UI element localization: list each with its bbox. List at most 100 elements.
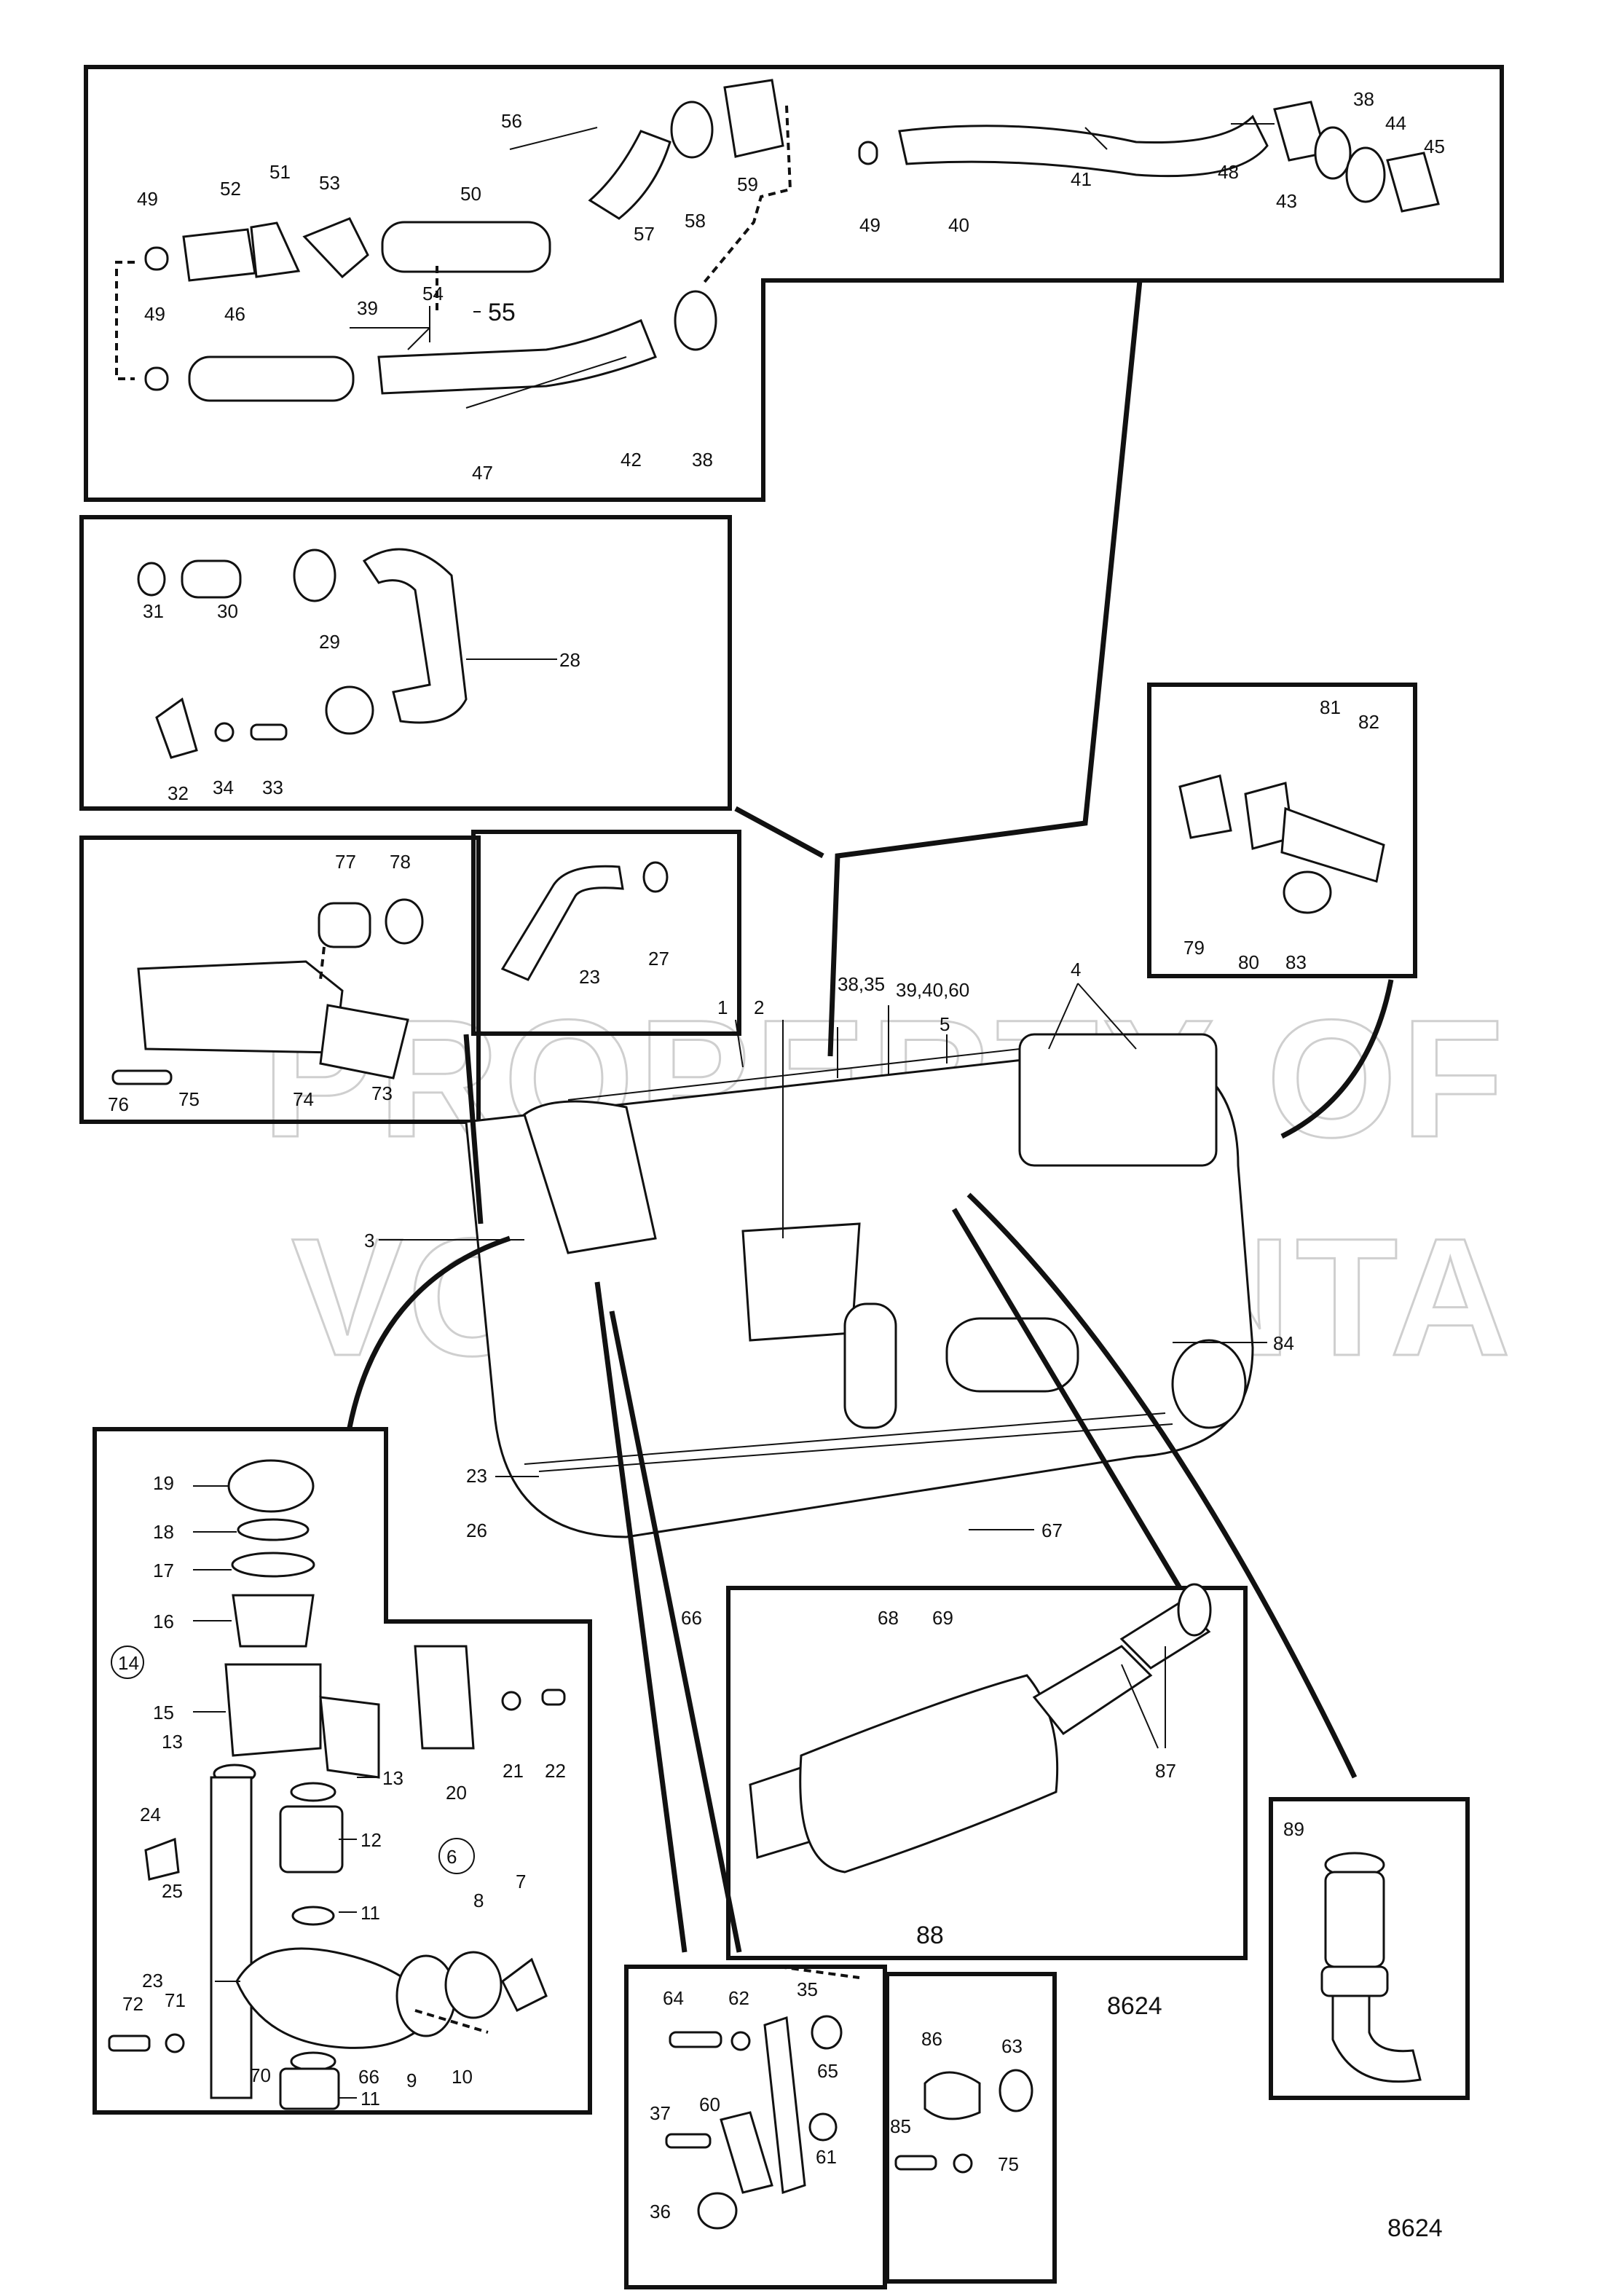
box-bracket: 77 78 76 75 74 73 (79, 836, 481, 1124)
label-23-box: 23 (579, 966, 600, 988)
label-3: 3 (364, 1230, 374, 1251)
engine-assembly: 39,40,60 38,35 1 2 5 4 3 84 23 26 67 66 … (364, 959, 1294, 1629)
label-23-engine: 23 (466, 1465, 487, 1487)
label-29: 29 (319, 631, 340, 653)
label-15: 15 (153, 1702, 174, 1723)
label-49a: 49 (137, 188, 158, 210)
label-79: 79 (1183, 937, 1205, 959)
label-33: 33 (262, 777, 283, 798)
box-muffler: 87 88 (726, 1583, 1248, 1960)
label-13b: 13 (382, 1767, 403, 1789)
label-44: 44 (1385, 112, 1406, 134)
label-84: 84 (1273, 1332, 1294, 1354)
label-10: 10 (452, 2066, 473, 2088)
label-43: 43 (1276, 190, 1297, 212)
ring-58 (670, 101, 714, 159)
label-38a: 38 (1353, 88, 1374, 110)
label-12: 12 (361, 1829, 382, 1851)
label-69: 69 (932, 1607, 953, 1629)
pipe-parts (144, 79, 1440, 402)
ring-44 (1345, 146, 1386, 203)
box-clamp-a: 64 62 35 65 37 60 61 36 (624, 1965, 887, 2289)
label-49b: 49 (859, 214, 881, 236)
label-11b: 11 (361, 2088, 380, 2110)
label-77: 77 (335, 851, 356, 873)
label-46: 46 (224, 303, 245, 325)
side-code: 8624 (1107, 1992, 1162, 2020)
clamp-51 (250, 221, 301, 278)
label-17: 17 (153, 1560, 174, 1581)
label-83: 83 (1285, 951, 1307, 973)
label-60: 60 (699, 2093, 720, 2115)
connector-lines (347, 280, 1394, 1953)
label-23-filter: 23 (142, 1970, 163, 1992)
box-sea-water-filter: 19 18 17 16 14 15 20 21 22 13 13 12 24 2… (92, 1427, 592, 2115)
pipe-42 (377, 319, 657, 395)
label-9: 9 (406, 2069, 417, 2091)
label-16: 16 (153, 1611, 174, 1632)
label-11a: 11 (361, 1902, 380, 1924)
label-25: 25 (162, 1880, 183, 1902)
label-78: 78 (390, 851, 411, 873)
label-13a: 13 (162, 1731, 183, 1753)
label-59: 59 (737, 173, 758, 195)
label-5: 5 (940, 1013, 950, 1035)
label-87: 87 (1155, 1760, 1176, 1782)
pipe-40 (898, 114, 1269, 178)
label-34: 34 (213, 777, 234, 798)
label-75-clampb: 75 (998, 2153, 1019, 2175)
label-73: 73 (371, 1082, 393, 1104)
label-35: 35 (797, 1978, 818, 2000)
bottom-code: 8624 (1387, 2214, 1443, 2242)
box-hose-89: 89 (1269, 1797, 1470, 2100)
label-57: 57 (634, 223, 655, 245)
label-56: 56 (501, 110, 522, 132)
label-8: 8 (473, 1890, 484, 1911)
label-36: 36 (650, 2201, 671, 2222)
label-24: 24 (140, 1804, 161, 1825)
label-39-40-60: 39,40,60 (896, 979, 969, 1001)
label-81: 81 (1320, 696, 1341, 718)
label-71: 71 (165, 1989, 186, 2011)
label-55: 55 (488, 299, 516, 326)
label-88: 88 (916, 1922, 944, 1949)
label-21: 21 (503, 1760, 524, 1782)
label-1: 1 (717, 996, 728, 1018)
label-49c: 49 (144, 303, 165, 325)
label-58: 58 (685, 210, 706, 232)
label-28: 28 (559, 649, 580, 671)
gasket-45 (1386, 152, 1440, 213)
fork-53 (302, 217, 369, 279)
box-clamp-b: 86 63 85 75 (885, 1972, 1057, 2284)
label-65: 65 (817, 2060, 838, 2082)
label-61: 61 (816, 2146, 837, 2168)
label-31: 31 (143, 600, 164, 622)
label-38b: 38 (692, 449, 713, 471)
label-40: 40 (948, 214, 969, 236)
label-66-engine: 66 (681, 1607, 702, 1629)
pipe-52 (182, 228, 256, 282)
label-37: 37 (650, 2102, 671, 2124)
label-70: 70 (250, 2064, 271, 2086)
ring-38a (1314, 126, 1352, 180)
label-27: 27 (648, 948, 669, 970)
label-85: 85 (890, 2115, 911, 2137)
label-7: 7 (516, 1871, 526, 1892)
label-54: 54 (422, 283, 444, 304)
label-75: 75 (178, 1088, 200, 1110)
hose-50 (381, 221, 551, 273)
label-4: 4 (1071, 959, 1081, 980)
label-47: 47 (472, 462, 493, 484)
label-26: 26 (466, 1519, 487, 1541)
label-51: 51 (269, 161, 291, 183)
label-89: 89 (1283, 1818, 1304, 1840)
label-86: 86 (921, 2028, 942, 2050)
label-42: 42 (621, 449, 642, 471)
elbow-57 (588, 130, 671, 220)
box-hose-set: 31 30 29 28 32 34 33 (79, 515, 732, 811)
label-67: 67 (1041, 1519, 1063, 1541)
label-2: 2 (754, 996, 764, 1018)
ring-38b (674, 290, 717, 351)
labels-exhaust-pipes: 56 49 52 51 53 50 57 58 59 49 40 41 48 4… (137, 88, 1445, 484)
